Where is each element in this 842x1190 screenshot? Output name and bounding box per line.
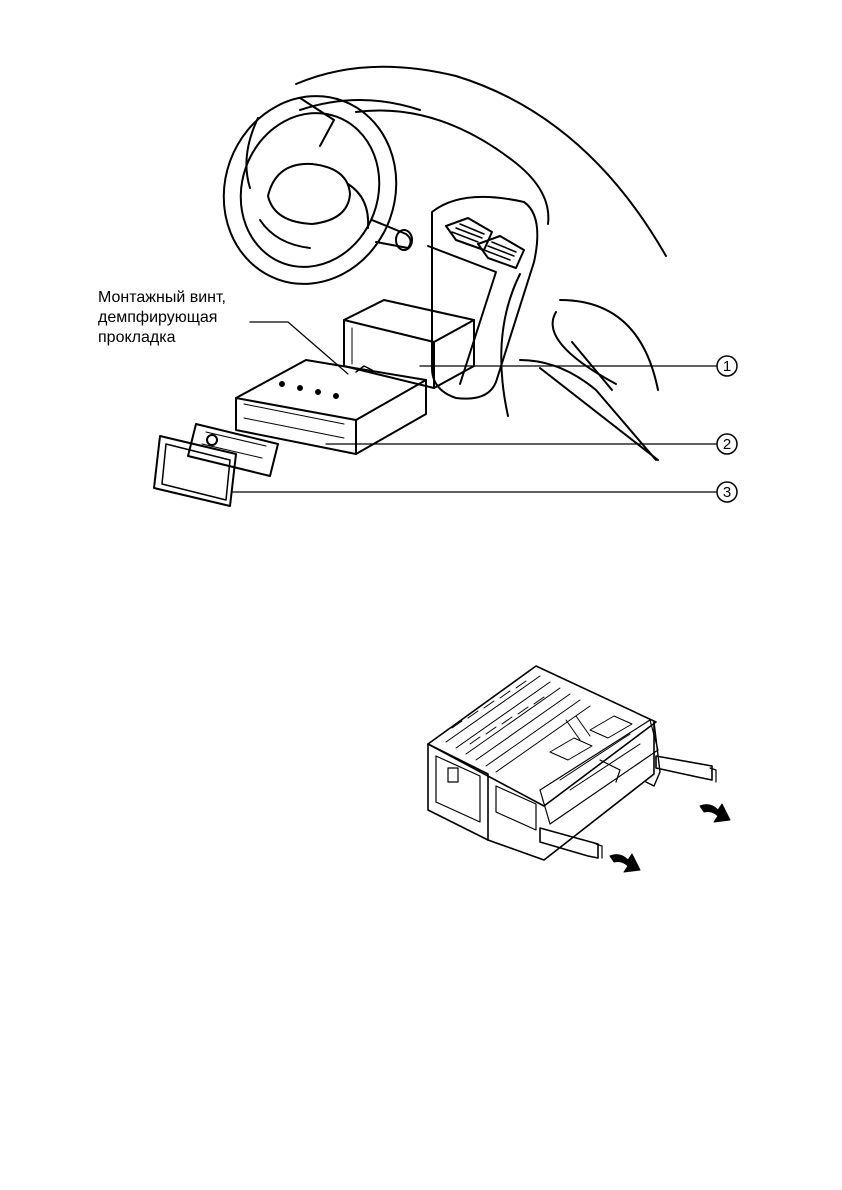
steering-wheel-hub xyxy=(268,164,350,224)
arrow-right-icon xyxy=(700,804,730,822)
removal-key-right xyxy=(656,756,712,780)
arrow-right-icon xyxy=(610,854,640,872)
detachable-front-panel xyxy=(188,424,278,476)
air-vent-left xyxy=(446,218,492,250)
mounting-screw-leader xyxy=(250,322,348,374)
callout-1-number: 1 xyxy=(723,358,731,375)
callout-3-number: 3 xyxy=(723,484,731,501)
trim-frame xyxy=(154,436,236,506)
callout-2-number: 2 xyxy=(723,436,731,453)
air-vent-right xyxy=(478,236,524,268)
removal-key-left xyxy=(540,828,598,858)
mounting-sleeve xyxy=(344,300,474,388)
dashboard-contour xyxy=(296,67,666,256)
car-dashboard-drawing xyxy=(198,67,666,460)
radio-removal-with-keys xyxy=(428,666,716,860)
